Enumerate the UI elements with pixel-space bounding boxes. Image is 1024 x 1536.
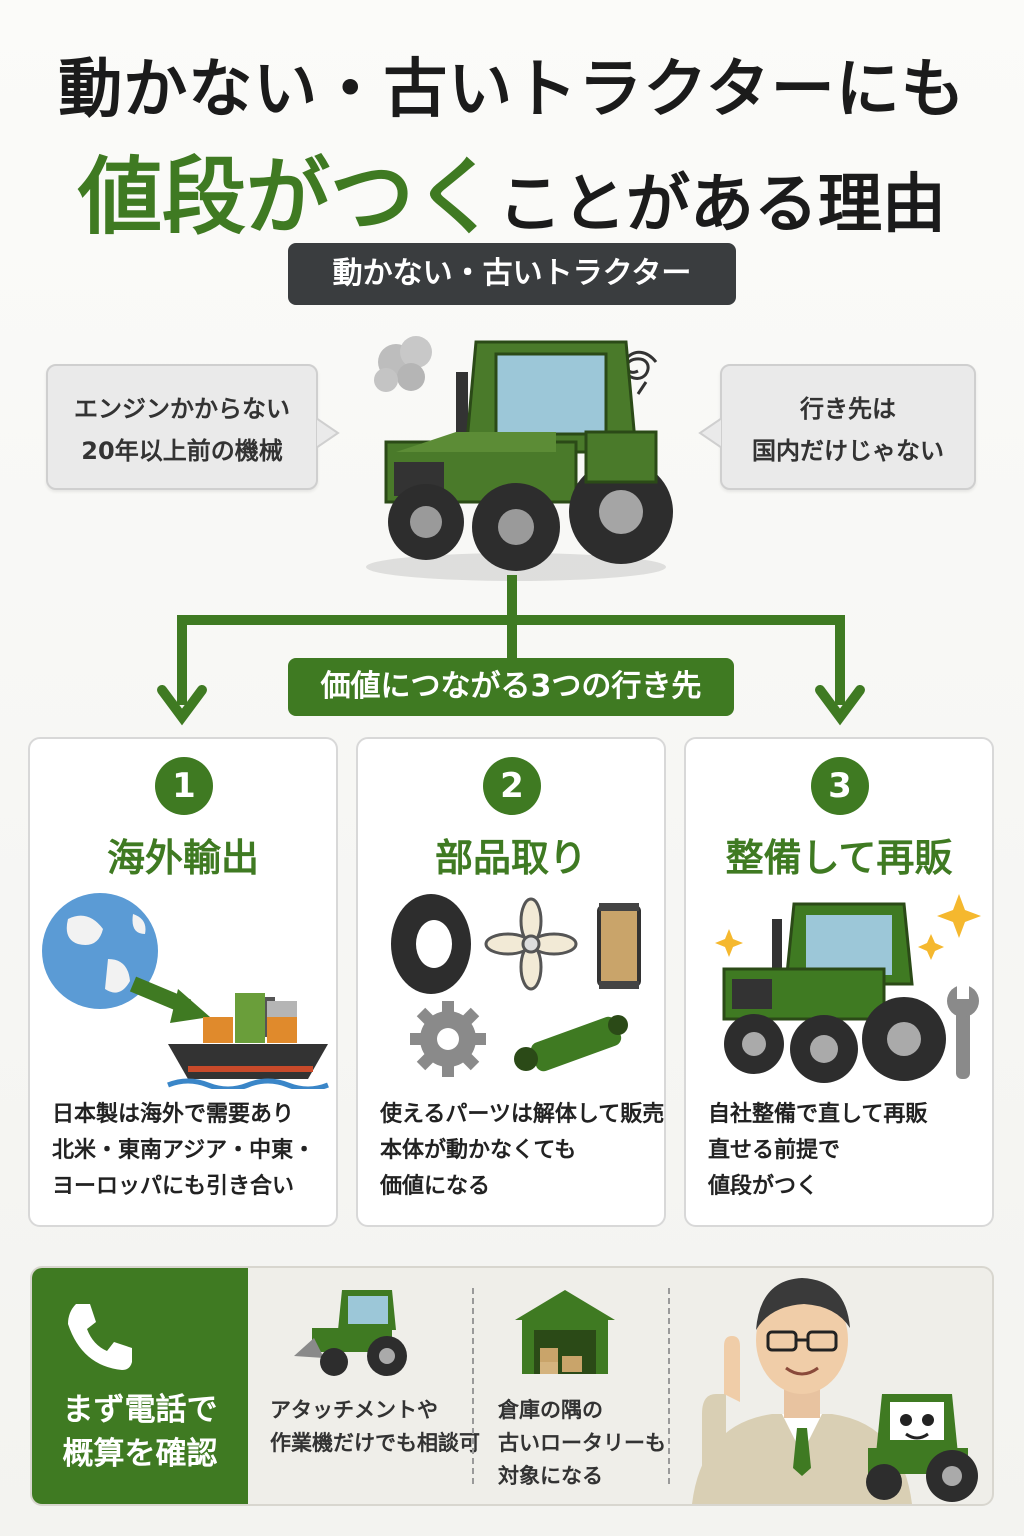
card-title: 海外輸出 <box>106 836 259 880</box>
card-line: 直せる前提で <box>708 1138 841 1163</box>
parts-illustration <box>391 894 641 1077</box>
card-parts: 2 部品取り 使えるパーツは解体して販売 本体が動かなくても 価値になる <box>356 737 666 1227</box>
bubble-left-line1: エンジンかからない <box>74 395 290 423</box>
bubble-left-line2: 20年以上前の機械 <box>81 437 283 465</box>
staff-person <box>692 1278 978 1504</box>
tractor-mascot <box>866 1394 978 1502</box>
card-number: 1 <box>155 757 213 815</box>
cargo-ship-icon <box>167 993 329 1089</box>
bubble-right-tail <box>698 418 722 448</box>
bubble-left: エンジンかからない 20年以上前の機械 <box>46 364 318 490</box>
title-rest: ことがある理由 <box>498 168 946 242</box>
globe-icon <box>42 893 158 1009</box>
smoke-icon <box>374 336 432 392</box>
note-line: 対象になる <box>498 1464 603 1488</box>
card-title: 整備して再販 <box>725 836 953 880</box>
bottom-banner: まず電話で 概算を確認 アタッチメントや 作業機だけでも相談可 倉庫の隅の 古い… <box>30 1266 994 1506</box>
card-number: 3 <box>811 757 869 815</box>
card-line: 自社整備で直して再販 <box>708 1102 928 1127</box>
attachment-tractor-icon <box>294 1290 407 1376</box>
card-line: 北米・東南アジア・中東・ <box>52 1138 316 1163</box>
card-export: 1 海外輸出 日本製は海外で需要あり 北米・東南アジア・中東・ ヨーロッパにも引… <box>28 737 338 1227</box>
card-body: 自社整備で直して再販 直せる前提で 値段がつく <box>708 1097 988 1205</box>
bubble-right: 行き先は 国内だけじゃない <box>720 364 976 490</box>
card-line: 本体が動かなくても <box>380 1138 577 1163</box>
cta-line2: 概算を確認 <box>62 1436 218 1472</box>
gear-icon <box>410 1001 486 1077</box>
note-line: 作業機だけでも相談可 <box>270 1431 480 1455</box>
divider <box>668 1288 670 1484</box>
resale-illustration <box>715 894 981 1083</box>
subject-label: 動かない・古いトラクター <box>288 243 736 305</box>
card-title: 部品取り <box>434 836 587 880</box>
card-line: 使えるパーツは解体して販売 <box>380 1102 665 1127</box>
bubble-right-line2: 国内だけじゃない <box>752 437 944 465</box>
branch-arrows <box>157 575 865 726</box>
note-line: 古いロータリーも <box>498 1431 666 1455</box>
cta-line1: まず電話で <box>62 1392 218 1428</box>
note-attachments: アタッチメントや 作業機だけでも相談可 <box>270 1394 480 1460</box>
title-highlight: 値段がつく <box>77 148 498 246</box>
warehouse-icon <box>515 1290 615 1374</box>
page-title-line1: 動かない・古いトラクターにも <box>58 53 966 127</box>
bubble-left-tail <box>316 418 340 448</box>
fan-icon <box>484 897 578 991</box>
bubble-right-line1: 行き先は <box>800 395 896 423</box>
card-number: 2 <box>483 757 541 815</box>
page-title-line2: 値段がつくことがある理由 <box>0 130 1024 251</box>
tire-icon <box>391 894 471 994</box>
card-line: ヨーロッパにも引き合い <box>52 1174 295 1199</box>
sparkle-icon <box>715 894 981 960</box>
export-illustration <box>42 893 329 1089</box>
card-body: 使えるパーツは解体して販売 本体が動かなくても 価値になる <box>380 1097 665 1205</box>
filter-icon <box>597 903 641 989</box>
note-line: 倉庫の隅の <box>498 1398 603 1422</box>
call-cta[interactable]: まず電話で 概算を確認 <box>32 1268 248 1504</box>
card-line: 日本製は海外で需要あり <box>52 1102 295 1127</box>
cylinder-icon <box>514 1015 628 1072</box>
note-rotary: 倉庫の隅の 古いロータリーも 対象になる <box>498 1394 666 1493</box>
divider <box>472 1288 474 1484</box>
old-tractor-illustration <box>366 336 673 581</box>
card-line: 値段がつく <box>708 1174 819 1199</box>
branch-label: 価値につながる3つの行き先 <box>288 658 734 716</box>
wrench-icon <box>947 981 979 1079</box>
card-body: 日本製は海外で需要あり 北米・東南アジア・中東・ ヨーロッパにも引き合い <box>52 1097 332 1205</box>
card-line: 価値になる <box>380 1174 491 1199</box>
card-resale: 3 整備して再販 自社整備で直して再販 直せる前提で 値段がつく <box>684 737 994 1227</box>
note-line: アタッチメントや <box>270 1398 438 1422</box>
phone-icon <box>68 1304 132 1370</box>
